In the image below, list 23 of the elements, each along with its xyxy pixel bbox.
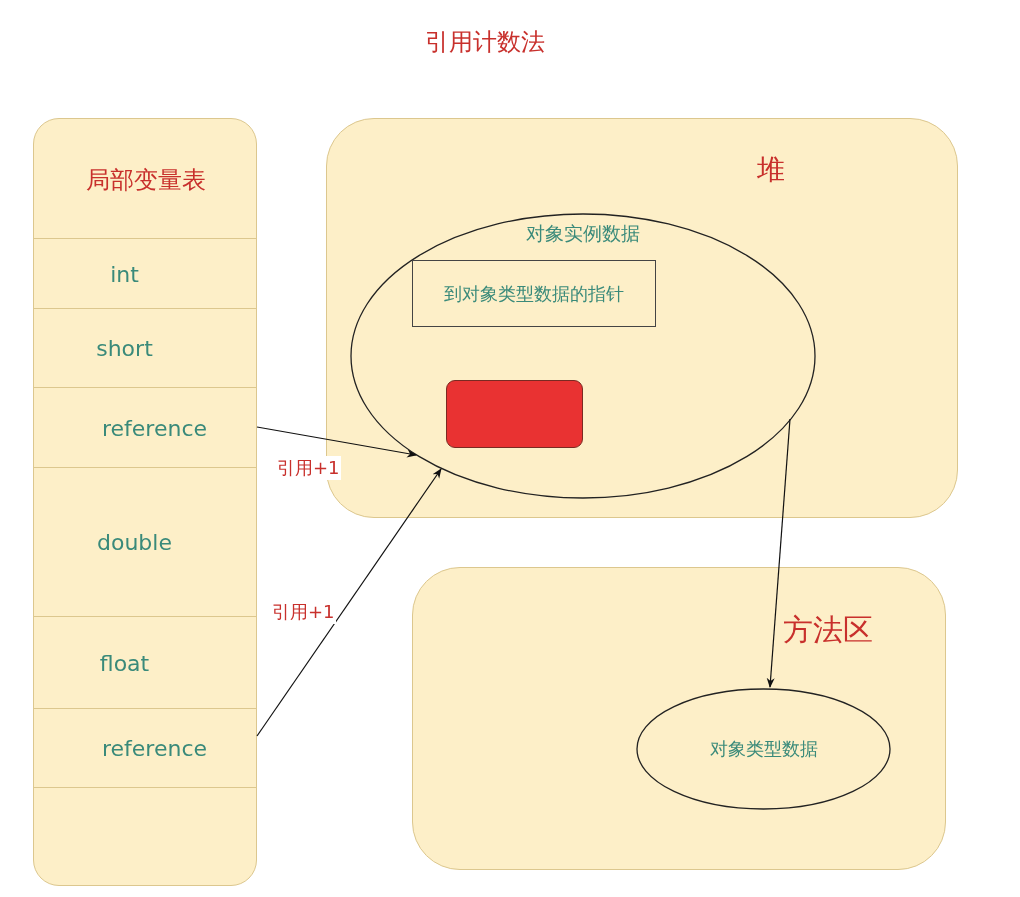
node-text: int bbox=[109, 261, 140, 286]
pointer-box bbox=[412, 260, 656, 327]
node-text: double bbox=[96, 529, 173, 555]
arrow bbox=[256, 426, 417, 458]
title: 引用计数法 bbox=[424, 27, 546, 58]
node-text: 方法区 bbox=[783, 611, 873, 649]
node-text: 到对象类型数据的指针 bbox=[443, 281, 625, 306]
table-column bbox=[33, 118, 257, 886]
arrow bbox=[766, 418, 791, 688]
node-text: 堆 bbox=[757, 152, 785, 188]
node-text: float bbox=[98, 650, 151, 675]
object-block bbox=[446, 380, 583, 448]
node-text: reference bbox=[100, 415, 209, 440]
class-data-ellipse bbox=[636, 688, 891, 810]
node-text: short bbox=[95, 335, 154, 361]
object-ellipse bbox=[350, 213, 816, 499]
node-text: reference bbox=[100, 735, 209, 761]
node-text: 对象实例数据 bbox=[525, 221, 641, 246]
edge-label: 引用+1 bbox=[276, 456, 341, 480]
method-area-region bbox=[412, 567, 946, 870]
node-text: 局部变量表 bbox=[85, 165, 207, 196]
node-text: 对象类型数据 bbox=[708, 737, 819, 761]
arrow bbox=[256, 468, 442, 737]
